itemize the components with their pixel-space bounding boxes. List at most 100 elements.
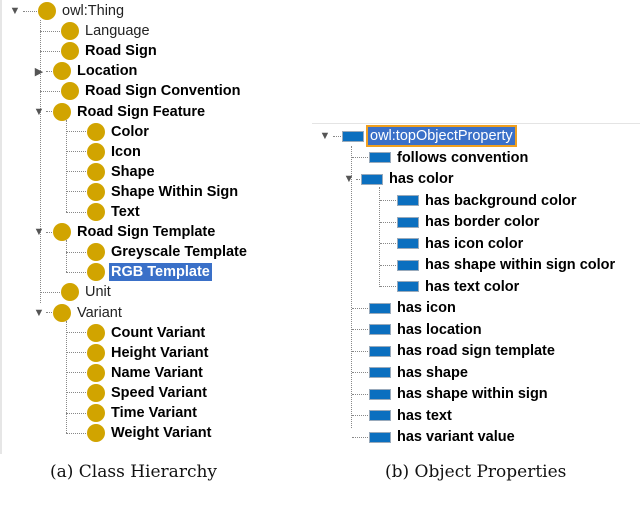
- tree-node-has-color[interactable]: ▼ has color: [344, 169, 455, 189]
- tree-node-has-variant-value[interactable]: has variant value: [346, 427, 517, 447]
- tree-node-language[interactable]: Language: [34, 21, 152, 41]
- tree-node-has-icon[interactable]: has icon: [346, 298, 458, 318]
- tree-node-has-shape-within-sign-color[interactable]: has shape within sign color: [374, 255, 617, 275]
- collapse-toggle-icon[interactable]: ▼: [33, 105, 45, 118]
- tree-guide-line: [40, 20, 41, 304]
- connector-dots: [352, 307, 368, 309]
- tree-node-has-road-sign-template[interactable]: has road sign template: [346, 341, 557, 361]
- tree-node-greyscale-template[interactable]: Greyscale Template: [60, 242, 249, 262]
- connector-dots: [352, 350, 368, 352]
- tree-node-has-border-color[interactable]: has border color: [374, 212, 541, 232]
- connector-dots: [40, 30, 60, 32]
- tree-node-label: owl:topObjectProperty: [366, 125, 517, 147]
- connector-dots: [66, 171, 86, 173]
- connector-dots: [352, 436, 368, 438]
- class-icon: [87, 424, 105, 443]
- tree-node-label: has shape: [397, 364, 468, 381]
- object-property-icon: [369, 367, 391, 378]
- tree-node-has-text-color[interactable]: has text color: [374, 277, 521, 297]
- connector-dots: [66, 251, 86, 253]
- class-icon: [53, 102, 71, 121]
- object-property-icon: [369, 410, 391, 421]
- tree-node-has-shape[interactable]: has shape: [346, 363, 470, 383]
- connector-dots: [380, 264, 396, 266]
- connector-dots: [46, 70, 52, 72]
- collapse-toggle-icon[interactable]: ▼: [343, 173, 355, 185]
- tree-node-has-text[interactable]: has text: [346, 406, 454, 426]
- tree-node-road-sign-feature[interactable]: ▼Road Sign Feature: [34, 102, 207, 122]
- tree-guide-line: [66, 119, 67, 212]
- tree-node-label: has shape within sign: [397, 386, 548, 402]
- class-hierarchy-caption: (a) Class Hierarchy: [50, 462, 218, 482]
- tree-node-shape[interactable]: Shape: [60, 162, 157, 182]
- object-property-icon: [397, 238, 419, 249]
- tree-node-has-shape-within-sign[interactable]: has shape within sign: [346, 384, 550, 404]
- tree-node-label: Greyscale Template: [111, 244, 247, 261]
- connector-dots: [46, 111, 52, 112]
- tree-node-label: Time Variant: [111, 405, 197, 421]
- tree-node-label: has text color: [425, 278, 520, 295]
- tree-node-rgb-template[interactable]: RGB Template: [60, 262, 212, 282]
- object-property-icon: [397, 216, 419, 228]
- connector-dots: [352, 415, 368, 416]
- object-property-icon: [397, 259, 419, 271]
- class-icon: [38, 2, 56, 20]
- tree-node-speed-variant[interactable]: Speed Variant: [60, 383, 209, 403]
- tree-node-variant[interactable]: ▼Variant: [34, 303, 124, 323]
- tree-node-label: Icon: [111, 143, 141, 160]
- connector-dots: [66, 271, 86, 273]
- collapse-toggle-icon[interactable]: ▼: [33, 226, 45, 239]
- tree-guide-line: [66, 320, 67, 434]
- connector-dots: [380, 243, 396, 244]
- connector-dots: [66, 352, 86, 354]
- tree-node-road-sign-convention[interactable]: Road Sign Convention: [34, 81, 242, 101]
- class-icon: [87, 323, 105, 342]
- connector-dots: [352, 372, 368, 373]
- tree-node-name-variant[interactable]: Name Variant: [60, 363, 205, 383]
- class-icon: [61, 22, 79, 41]
- object-property-icon: [369, 152, 391, 163]
- tree-node-follows-convention[interactable]: follows convention: [346, 148, 530, 168]
- tree-node-owl-thing[interactable]: ▼owl:Thing: [8, 1, 126, 21]
- tree-node-label: has shape within sign color: [425, 257, 616, 273]
- class-icon: [87, 404, 105, 422]
- class-icon: [87, 142, 105, 161]
- tree-node-has-location[interactable]: has location: [346, 320, 484, 340]
- tree-node-owl-topobjectproperty[interactable]: ▼ owl:topObjectProperty: [318, 125, 517, 147]
- tree-node-unit[interactable]: Unit: [34, 282, 113, 302]
- tree-node-label: Count Variant: [111, 324, 206, 341]
- connector-dots: [66, 412, 86, 414]
- connector-dots: [352, 157, 368, 158]
- tree-node-color[interactable]: Color: [60, 122, 151, 142]
- connector-dots: [66, 372, 86, 374]
- expand-toggle-icon[interactable]: ▶: [34, 65, 44, 78]
- tree-node-icon[interactable]: Icon: [60, 142, 143, 162]
- tree-node-text[interactable]: Text: [60, 202, 142, 222]
- tree-node-label: Text: [111, 204, 140, 220]
- connector-dots: [380, 200, 396, 201]
- tree-node-count-variant[interactable]: Count Variant: [60, 323, 207, 343]
- connector-dots: [333, 135, 341, 137]
- tree-node-label: Road Sign: [85, 43, 157, 60]
- tree-node-weight-variant[interactable]: Weight Variant: [60, 423, 213, 443]
- tree-node-road-sign-template[interactable]: ▼Road Sign Template: [34, 222, 217, 242]
- tree-node-height-variant[interactable]: Height Variant: [60, 343, 211, 363]
- tree-node-label: has road sign template: [397, 343, 555, 359]
- connector-dots: [66, 131, 86, 133]
- tree-node-road-sign[interactable]: Road Sign: [34, 41, 159, 61]
- object-property-icon: [397, 281, 419, 292]
- collapse-toggle-icon[interactable]: ▼: [319, 130, 331, 142]
- tree-node-has-icon-color[interactable]: has icon color: [374, 234, 525, 254]
- tree-node-has-background-color[interactable]: has background color: [374, 191, 578, 211]
- collapse-toggle-icon[interactable]: ▼: [33, 306, 45, 319]
- tree-node-label: has variant value: [397, 429, 515, 445]
- tree-node-label: has color: [389, 171, 454, 187]
- tree-node-time-variant[interactable]: Time Variant: [60, 403, 199, 423]
- tree-node-location[interactable]: ▶Location: [34, 61, 139, 81]
- class-icon: [61, 42, 79, 61]
- tree-node-shape-within-sign[interactable]: Shape Within Sign: [60, 182, 240, 202]
- class-icon: [87, 162, 105, 181]
- expand-toggle-icon[interactable]: ▼: [9, 5, 21, 17]
